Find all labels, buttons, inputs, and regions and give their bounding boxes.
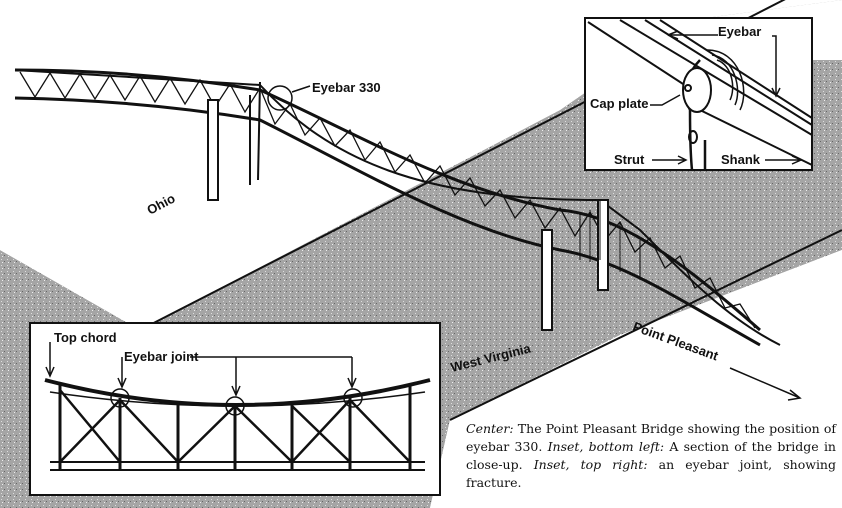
cap-plate-label: Cap plate	[590, 96, 649, 111]
eyebar-label: Eyebar	[718, 24, 761, 39]
bridge	[14, 68, 781, 347]
wv-bank	[430, 250, 842, 508]
caption-center-label: Center:	[466, 421, 514, 436]
figure-caption: Center: The Point Pleasant Bridge showin…	[466, 420, 836, 492]
caption-center-text: The Point Pleasant Bridge showing the po…	[466, 421, 836, 454]
top-chord-label: Top chord	[54, 330, 117, 345]
caption-inset-bl-label: Inset, bottom left:	[547, 439, 665, 454]
strut-label: Strut	[614, 152, 645, 167]
shank-label: Shank	[721, 152, 761, 167]
inset-top-right: Eyebar Cap plate Strut Shank	[584, 17, 813, 171]
point-pleasant-arrow	[729, 367, 802, 401]
caption-inset-bl-text: A section of the bridge in close-up.	[466, 439, 836, 472]
inset-bottom-left: Top chord Eyebar joint	[29, 322, 441, 496]
wv-shoreline	[449, 229, 842, 421]
caption-inset-tr-label: Inset, top right:	[533, 457, 648, 472]
eyebar-330-label: Eyebar 330	[312, 80, 381, 95]
eyebar-joint-label: Eyebar joint	[124, 349, 199, 364]
caption-inset-tr-text: an eyebar joint, showing fracture.	[466, 457, 836, 490]
